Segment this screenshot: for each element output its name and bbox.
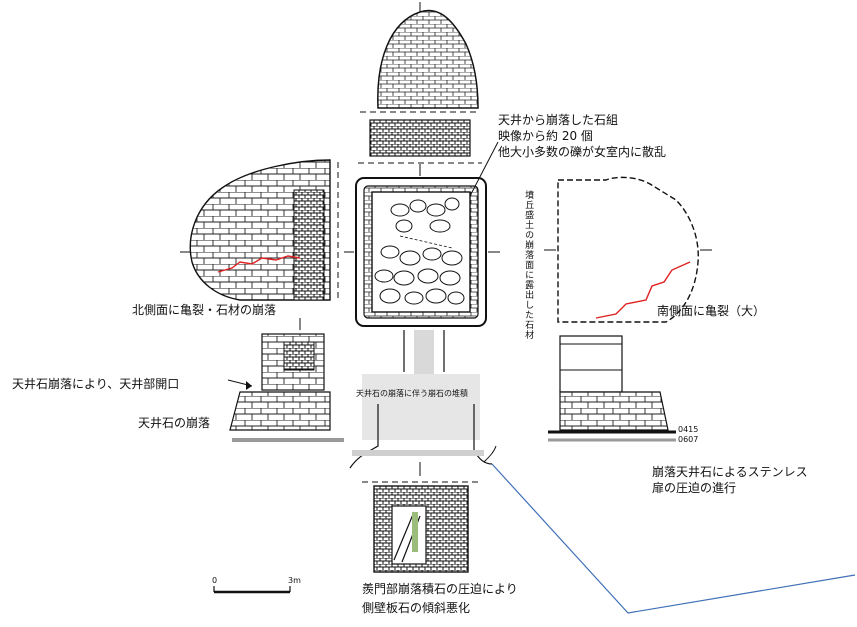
south-elevation-drawing [544, 176, 712, 442]
annotation-north-crack: 北側面に亀裂・石材の崩落 [132, 303, 277, 317]
scale-end-label: 3m [288, 576, 301, 585]
north-elevation-drawing [180, 159, 344, 442]
ceiling-plan-drawing [358, 2, 482, 164]
annotation-ceiling-stone-fall: 天井石の崩落 [138, 416, 211, 430]
chamber-plan-drawing [344, 141, 500, 327]
steel-door-line-1: 崩落天井石によるステンレス [652, 465, 808, 479]
annotation-vertical-note: 墳丘盛土の崩落面に露出した石材 [523, 190, 534, 340]
annotation-ceiling-opening: 天井石崩落により、天井部開口 [12, 377, 180, 391]
leader-line [491, 463, 856, 614]
annotation-ceiling-collapse: 天井から崩落した石組 映像から約 20 個 他大小多数の礫が女室内に散乱 [498, 112, 666, 161]
entrance-line-1: 羨門部崩落積石の圧迫により [362, 582, 518, 596]
annotation-south-crack: 南側面に亀裂（大） [657, 304, 766, 318]
entrance-line-2: 側壁板石の傾斜悪化 [362, 601, 471, 616]
steel-door-line-2: 扉の圧迫の進行 [652, 481, 737, 496]
level-label-1: 0415 [678, 425, 699, 434]
annotation-debris-center: 天井石の崩落に伴う崩石の堆積 [356, 389, 468, 398]
ceiling-collapse-line-1: 天井から崩落した石組 [498, 113, 619, 127]
passage-drawing [349, 330, 497, 476]
south-crack-line [595, 261, 691, 319]
ceiling-collapse-line-2: 映像から約 20 個 [498, 129, 593, 144]
scale-bar [213, 586, 291, 594]
annotation-steel-door: 崩落天井石によるステンレス 扉の圧迫の進行 [652, 464, 808, 496]
ceiling-collapse-line-3: 他大小多数の礫が女室内に散乱 [498, 145, 667, 160]
entrance-elevation-drawing [362, 481, 480, 573]
annotation-entrance: 羨門部崩落積石の圧迫により 側壁板石の傾斜悪化 [362, 580, 518, 618]
level-label-2: 0607 [678, 435, 699, 444]
north-crack-line [217, 255, 301, 273]
scale-zero-label: 0 [212, 576, 218, 585]
